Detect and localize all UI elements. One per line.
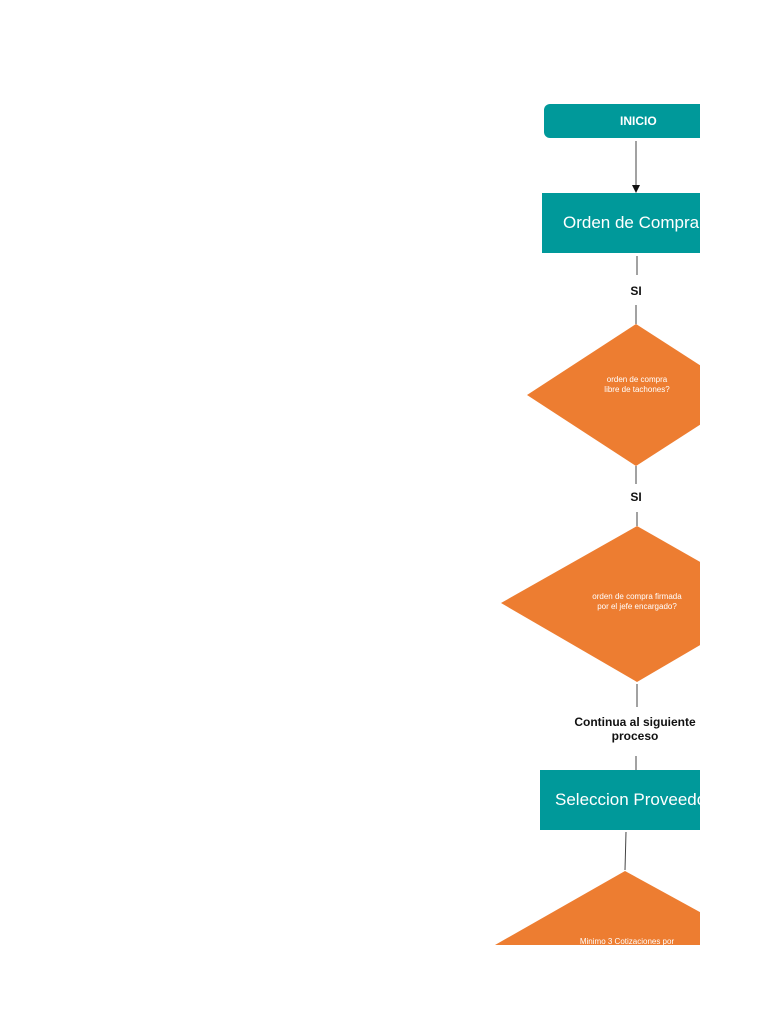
si-label-2: SI: [630, 490, 642, 504]
decision-libre-text: orden de compra libre de tachones?: [604, 375, 670, 394]
process-orden-label: Orden de Compra: [563, 213, 700, 232]
process-seleccion-label: Seleccion Proveedores: [555, 790, 700, 809]
decision-cotizaciones: [495, 871, 700, 945]
decision-libre-tachones: [527, 324, 700, 466]
start-terminator: INICIO: [544, 104, 700, 138]
si-label-1: SI: [630, 284, 642, 298]
continue-label: Continua al siguiente proceso: [574, 715, 696, 743]
flowchart-graphics: [495, 141, 700, 945]
decision-firmada-text: orden de compra firmada por el jefe enca…: [592, 592, 682, 611]
connector-seleccion-to-decision: [624, 831, 627, 871]
decision-cotizaciones-text: Minimo 3 Cotizaciones por: [579, 937, 675, 945]
process-seleccion-proveedores: Seleccion Proveedores: [540, 770, 700, 830]
decision-firmada-jefe: [501, 526, 700, 682]
start-label: INICIO: [620, 114, 657, 128]
process-orden-de-compra: Orden de Compra: [542, 193, 700, 253]
flowchart-viewport: INICIO Orden de Compra SI orden de compr…: [495, 104, 700, 945]
